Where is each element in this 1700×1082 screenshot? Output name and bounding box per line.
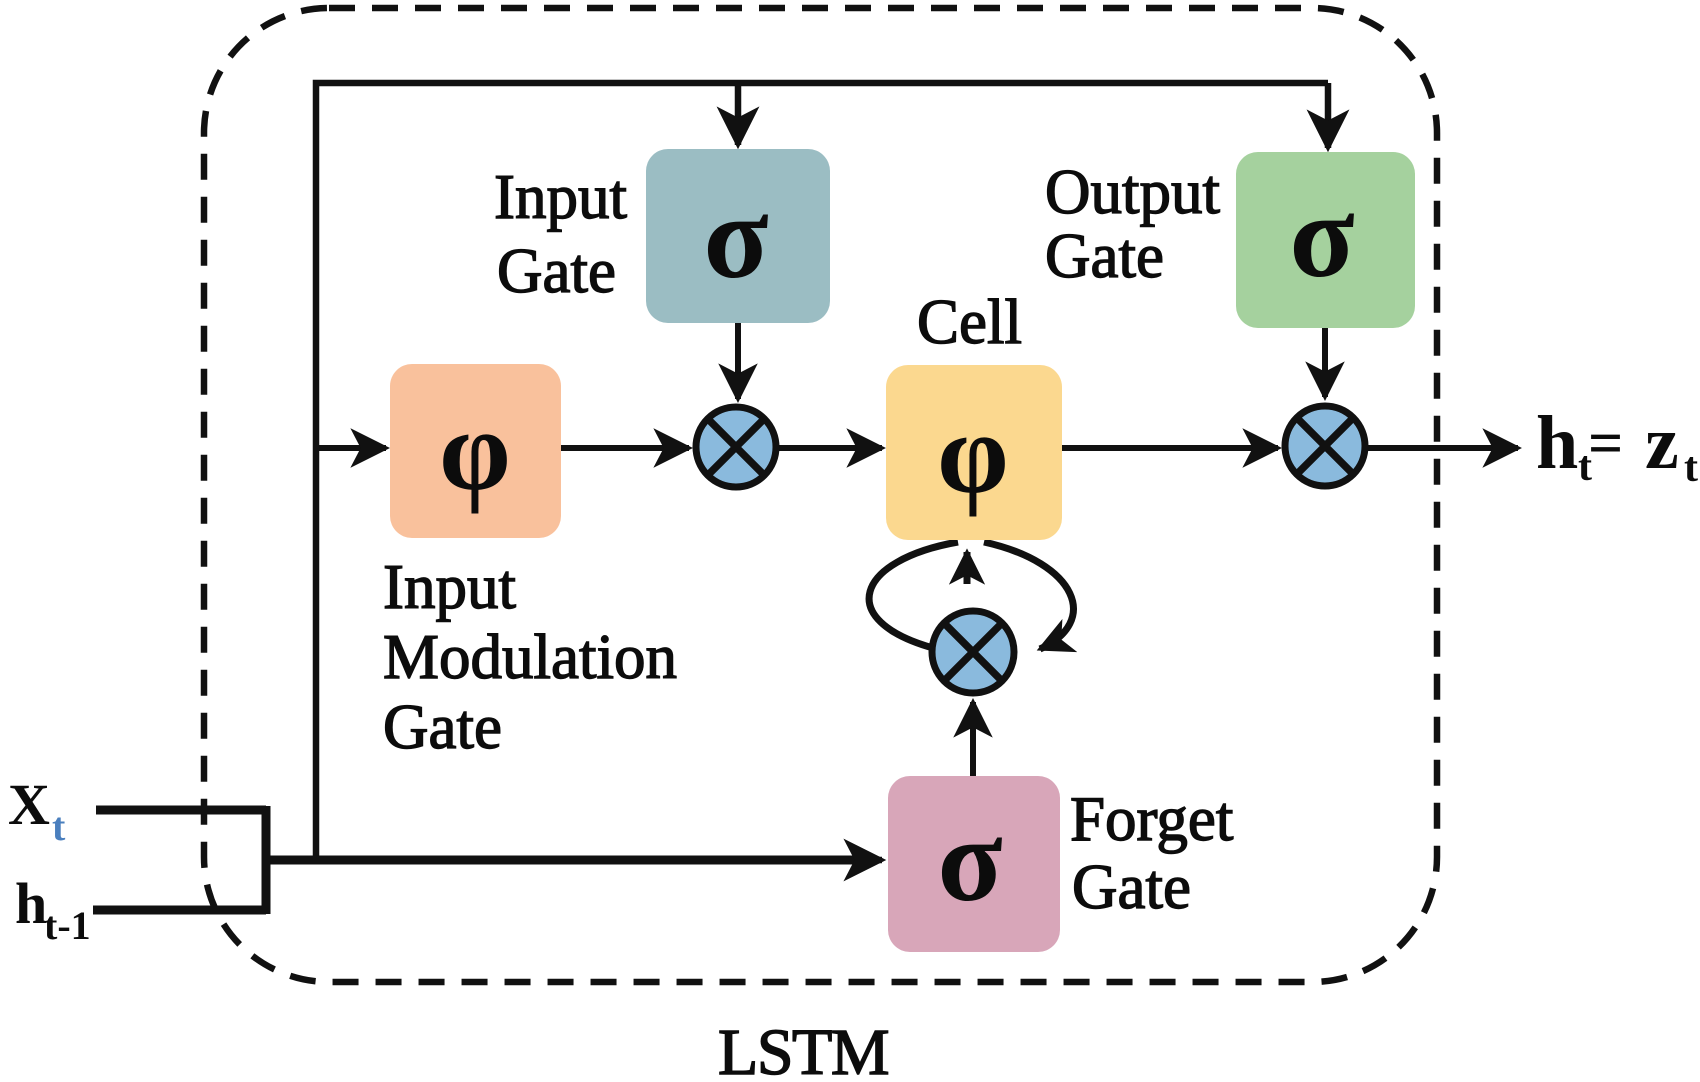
input-h-prev-base: h — [15, 871, 47, 936]
input-x-subscript: t — [52, 804, 66, 849]
lstm-boundary-dashed-border — [200, 4, 1441, 986]
cell-label-line1: Cell — [917, 287, 1022, 357]
cell-box — [886, 365, 1062, 540]
output-gate-sigma-symbol: σ — [1289, 169, 1354, 302]
input-modulation-gate-label-line2: Modulation — [383, 622, 677, 692]
input-gate-label-line2: Gate — [497, 236, 616, 306]
output-gate-label-line1: Output — [1045, 157, 1221, 227]
forget-gate-label: Forget Gate — [1069, 783, 1234, 922]
input-modulation-gate-box — [390, 364, 561, 538]
output-gate-label-line2: Gate — [1045, 221, 1164, 291]
input-gate-label-line1: Input — [494, 162, 627, 232]
output-product-cross-icon — [1294, 415, 1356, 477]
forget-gate-label-line2: Gate — [1072, 852, 1191, 922]
input-merge-bracket — [93, 805, 876, 915]
input-x-label: X t — [8, 772, 66, 849]
output-equation-label: h t = z t — [1536, 401, 1698, 491]
input-h-prev-subscript: t-1 — [44, 903, 91, 948]
output-h-base: h — [1536, 401, 1578, 485]
forget-product-cross-icon — [941, 620, 1005, 684]
input-modulation-gate-label-line1: Input — [383, 552, 516, 622]
input-modulation-gate-phi-symbol: φ — [439, 387, 511, 514]
output-gate-label: Output Gate — [1044, 156, 1221, 291]
loop-forget-product-return — [865, 538, 959, 652]
cell-phi-symbol: φ — [937, 390, 1009, 517]
output-z-subscript: t — [1684, 445, 1698, 491]
recurrent-top-line — [312, 79, 1328, 860]
input-h-prev-label: h t-1 — [15, 871, 91, 948]
output-product-operator — [1281, 402, 1369, 490]
output-h-subscript: t — [1578, 444, 1592, 490]
input-product-operator — [692, 403, 780, 491]
output-gate-box — [1236, 152, 1415, 328]
input-product-cross-icon — [705, 416, 767, 478]
input-modulation-gate-label: Input Modulation Gate — [382, 551, 677, 762]
output-z-base: z — [1645, 401, 1679, 485]
input-modulation-gate-label-line3: Gate — [383, 692, 502, 762]
forget-gate-label-line1: Forget — [1070, 784, 1234, 854]
forget-product-operator — [928, 607, 1018, 697]
input-gate-label: Input Gate — [493, 161, 628, 306]
output-equals-sign: = — [1588, 410, 1623, 478]
cell-label: Cell — [916, 286, 1022, 357]
forget-gate-sigma-symbol: σ — [937, 793, 1002, 926]
lstm-title: LSTM — [718, 1016, 888, 1082]
forget-gate-box — [888, 776, 1060, 952]
input-x-base: X — [8, 772, 50, 837]
input-gate-box — [646, 149, 830, 323]
loop-cell-to-forget-product — [983, 538, 1078, 653]
input-gate-sigma-symbol: σ — [703, 170, 768, 303]
